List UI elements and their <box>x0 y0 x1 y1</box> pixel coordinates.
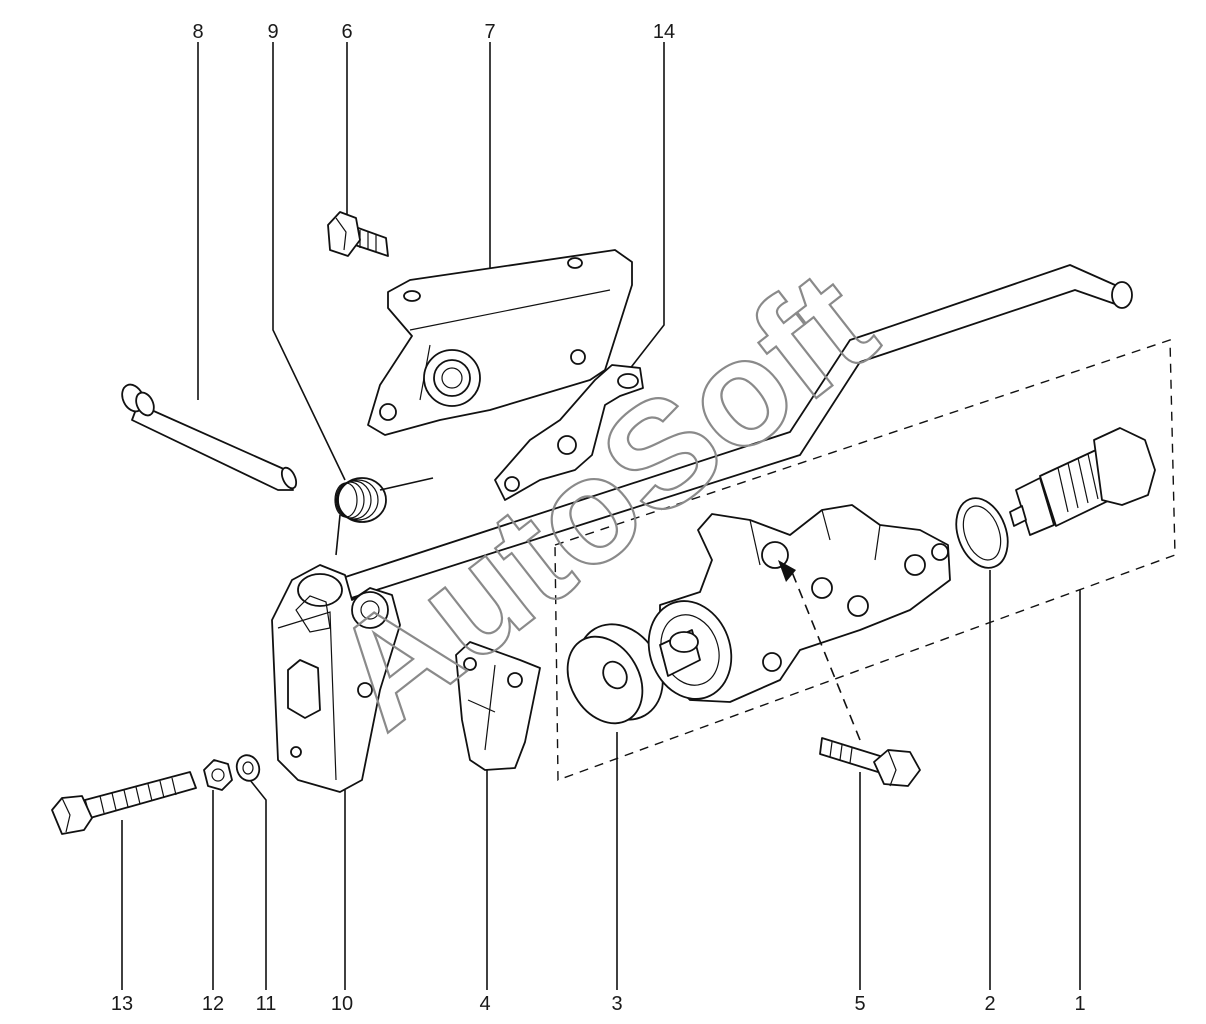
callout-8: 8 <box>192 21 203 43</box>
oring-part-2 <box>955 497 1009 569</box>
callout-7: 7 <box>484 21 495 43</box>
bolt-part-13 <box>51 771 197 835</box>
link-plate-part-14 <box>494 364 644 501</box>
callout-14: 14 <box>653 21 675 43</box>
shift-rod <box>329 264 1133 601</box>
bolt-part-5 <box>778 560 921 787</box>
callout-4: 4 <box>479 993 490 1015</box>
callout-10: 10 <box>331 993 353 1015</box>
spring-part-9 <box>334 477 434 556</box>
callout-13: 13 <box>111 993 133 1015</box>
callout-1: 1 <box>1074 993 1085 1015</box>
lever-bracket-part-10 <box>271 564 401 793</box>
assembly-boundary <box>554 339 1176 781</box>
washer-part-11 <box>235 754 261 782</box>
callout-2: 2 <box>984 993 995 1015</box>
callout-5: 5 <box>854 993 865 1015</box>
bracket-part-7 <box>367 249 633 436</box>
callout-12: 12 <box>202 993 224 1015</box>
leader-lines <box>121 42 1081 990</box>
bolt-part-6 <box>327 211 389 257</box>
direction-arrow-icon <box>778 560 796 582</box>
callout-3: 3 <box>611 993 622 1015</box>
callout-6: 6 <box>341 21 352 43</box>
nut-part-12 <box>203 759 233 791</box>
callout-11: 11 <box>256 993 277 1015</box>
seal-part-3 <box>566 623 664 725</box>
callout-labels: 8 9 6 7 14 13 12 11 10 4 3 5 2 1 <box>111 21 1086 1015</box>
callout-9: 9 <box>267 21 278 43</box>
plug-part-1 <box>1009 427 1156 536</box>
pin-part-8 <box>121 383 298 491</box>
valve-body <box>647 504 951 703</box>
bracket-part-4 <box>455 641 541 771</box>
